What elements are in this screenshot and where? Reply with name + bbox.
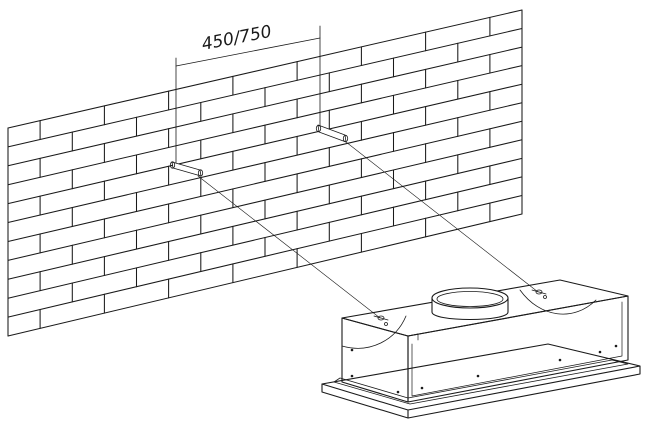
fastener-dot [396,390,400,394]
hood-front-flange [411,301,623,397]
hood-fastener-dots [350,344,618,394]
hood-side-panel [341,317,409,403]
brick-mortar-lines [7,9,523,337]
alignment-line-right [345,141,539,293]
wall-plug-right [315,124,349,143]
hood-side-curve [341,315,407,349]
wall-edge-bottom [7,213,523,337]
width-dimension [175,25,321,169]
cooker-hood [321,279,641,419]
fastener-dot [350,374,354,378]
hood-bottom-frame [321,343,641,419]
fastener-dot [476,374,480,378]
fastener-dot [614,344,618,348]
fastener-dot [558,358,562,362]
hood-top-curve [519,289,597,315]
dimension-line [175,37,321,67]
fastener-dot [350,348,354,352]
brick-wall [7,9,523,337]
fastener-dot [420,386,424,390]
hood-rear-rim [407,333,419,341]
mounting-screw-left [373,315,389,326]
hood-bottom-lip [333,359,629,405]
wall-plug-left [169,161,204,177]
fastener-dot [598,350,602,354]
mounting-screw-right [531,289,547,299]
wall-edge-top [7,9,523,129]
alignment-line-left [197,175,381,319]
dimension-label: 450/750 [200,22,273,55]
exhaust-collar [431,287,509,321]
alignment-lines [197,141,539,319]
